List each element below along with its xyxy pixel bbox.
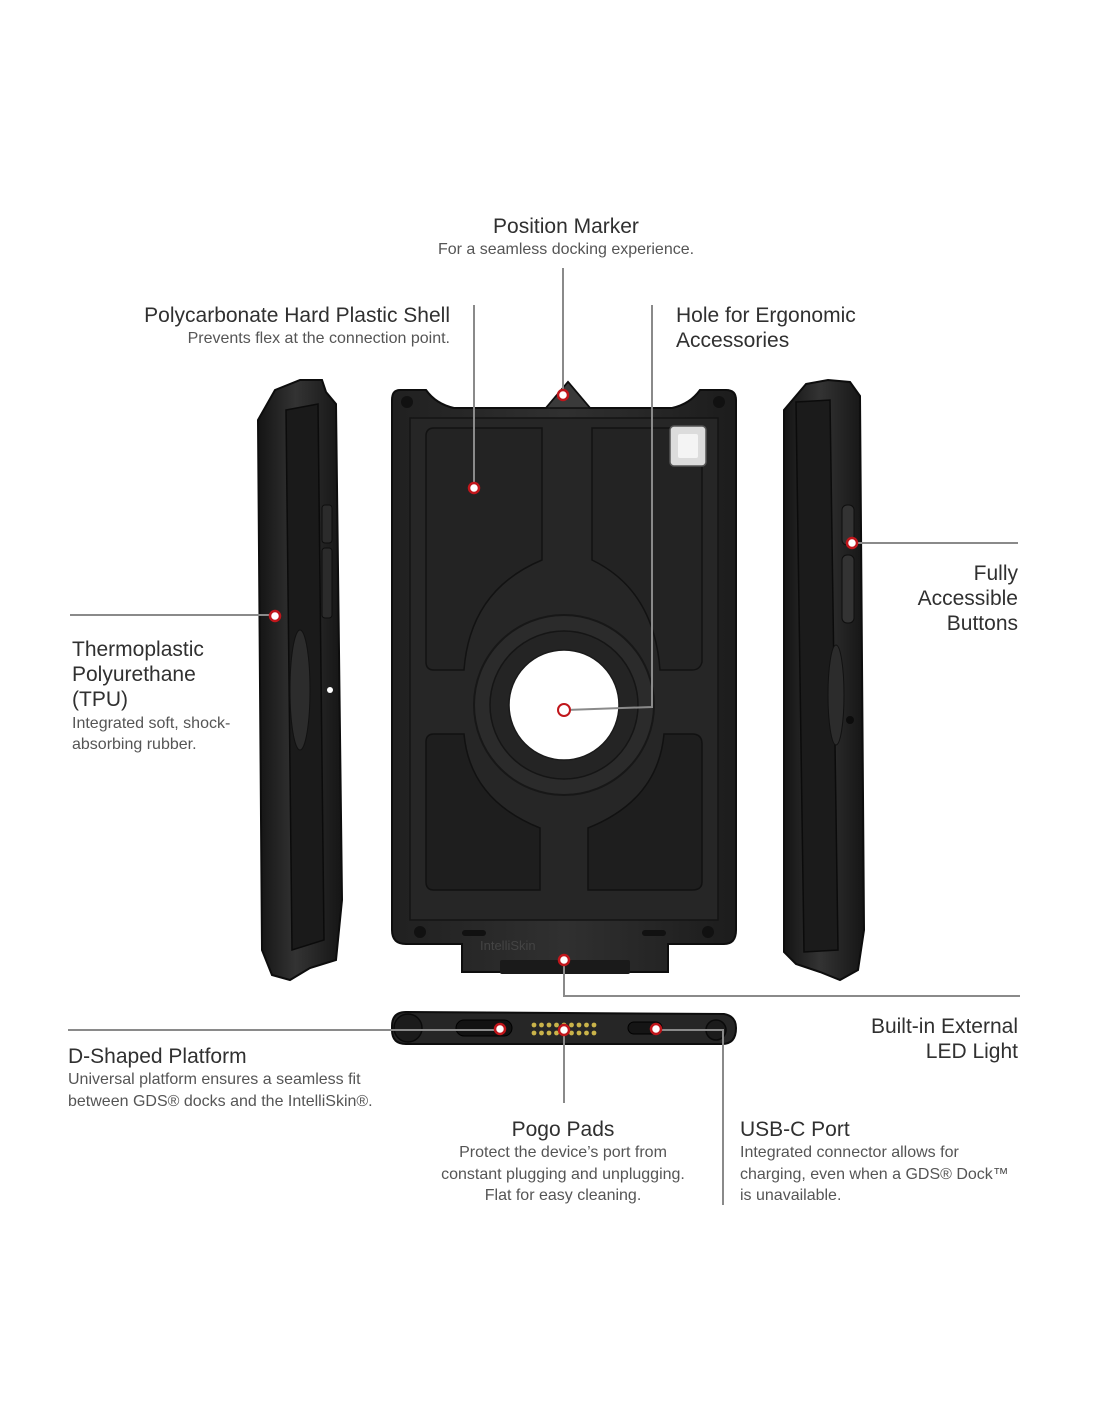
callout-usbc: USB-C Port Integrated connector allows f…	[740, 1117, 1040, 1207]
callout-title-line: Accessories	[676, 329, 790, 353]
callout-title-line: Thermoplastic	[72, 638, 204, 661]
pogo-pad	[539, 1022, 544, 1028]
callout-title-line: (TPU)	[72, 688, 128, 712]
back-view: IntelliSkin	[391, 380, 737, 974]
marker-buttons	[845, 536, 859, 550]
left-side-view	[256, 379, 344, 982]
callout-position-marker: Position Marker For a seamless docking e…	[366, 214, 766, 261]
callout-title: Position Marker	[493, 215, 639, 238]
marker-pogo	[557, 1023, 571, 1037]
marker-hard-shell	[467, 481, 481, 495]
callout-pogo: Pogo Pads Protect the device’s port from…	[403, 1117, 723, 1207]
pogo-pad	[531, 1030, 537, 1036]
callout-desc-line: charging, even when a GDS® Dock™	[740, 1165, 1009, 1183]
callout-desc-line: Integrated connector allows for	[740, 1144, 959, 1162]
callout-title-line: Polyurethane	[72, 663, 196, 687]
pogo-pad	[569, 1030, 574, 1036]
marker-ergonomic-hole	[557, 703, 571, 717]
callout-buttons: Fully Accessible Buttons	[860, 561, 1018, 637]
pogo-pad	[576, 1030, 582, 1036]
callout-hard-shell: Polycarbonate Hard Plastic Shell Prevent…	[60, 303, 450, 350]
callout-title-line: Fully	[973, 562, 1018, 585]
callout-title: USB-C Port	[740, 1118, 850, 1141]
case-brand-text: IntelliSkin	[480, 938, 536, 953]
callout-desc-line: between GDS® docks and the IntelliSkin®.	[68, 1092, 373, 1110]
callout-ergonomic-hole: Hole for Ergonomic Accessories	[676, 303, 936, 353]
callout-title-line: Built-in External	[870, 1015, 1018, 1038]
leader-lines	[68, 268, 1020, 1205]
pogo-pads	[531, 1022, 597, 1036]
callout-desc-line: is unavailable.	[740, 1187, 842, 1205]
marker-tpu	[268, 609, 282, 623]
callout-title-line: Accessible	[917, 587, 1018, 611]
callout-title-line: Buttons	[946, 612, 1018, 636]
right-side-view	[783, 378, 866, 982]
callout-desc-line: Universal platform ensures a seamless fi…	[68, 1071, 361, 1089]
callout-desc: Prevents flex at the connection point.	[187, 330, 450, 348]
pogo-pad	[584, 1030, 589, 1036]
callout-led: Built-in External LED Light	[780, 1014, 1018, 1064]
pogo-pad	[591, 1030, 597, 1036]
callout-desc: For a seamless docking experience.	[437, 241, 695, 259]
pogo-pad	[546, 1022, 552, 1028]
pogo-pad	[554, 1022, 559, 1028]
pogo-pad	[531, 1022, 537, 1028]
pogo-pad	[584, 1022, 589, 1028]
pogo-pad	[591, 1022, 597, 1028]
callout-desc-line: absorbing rubber.	[72, 736, 197, 753]
callout-desc-line: constant plugging and unplugging.	[441, 1165, 685, 1183]
pogo-pad	[569, 1022, 574, 1028]
callout-title-line: LED Light	[925, 1040, 1018, 1064]
marker-led	[557, 953, 571, 967]
pogo-pad	[576, 1022, 582, 1028]
pogo-pad	[546, 1030, 552, 1036]
pogo-pad	[539, 1030, 544, 1036]
pogo-pad	[554, 1030, 559, 1036]
callout-tpu: Thermoplastic Polyurethane (TPU) Integra…	[72, 637, 272, 755]
callout-title-line: Hole for Ergonomic	[676, 304, 856, 327]
marker-position	[556, 388, 570, 402]
callout-d-platform: D-Shaped Platform Universal platform ens…	[68, 1044, 428, 1112]
callout-desc-line: Protect the device’s port from	[459, 1144, 667, 1162]
marker-d-platform	[493, 1022, 507, 1036]
marker-usbc	[649, 1022, 663, 1036]
callout-desc-line: Integrated soft, shock-	[72, 714, 231, 732]
callout-markers	[268, 388, 859, 1037]
callout-desc-line: Flat for easy cleaning.	[484, 1187, 642, 1205]
callout-title: D-Shaped Platform	[68, 1045, 247, 1068]
callout-title: Polycarbonate Hard Plastic Shell	[144, 304, 450, 327]
callout-title: Pogo Pads	[511, 1118, 615, 1141]
